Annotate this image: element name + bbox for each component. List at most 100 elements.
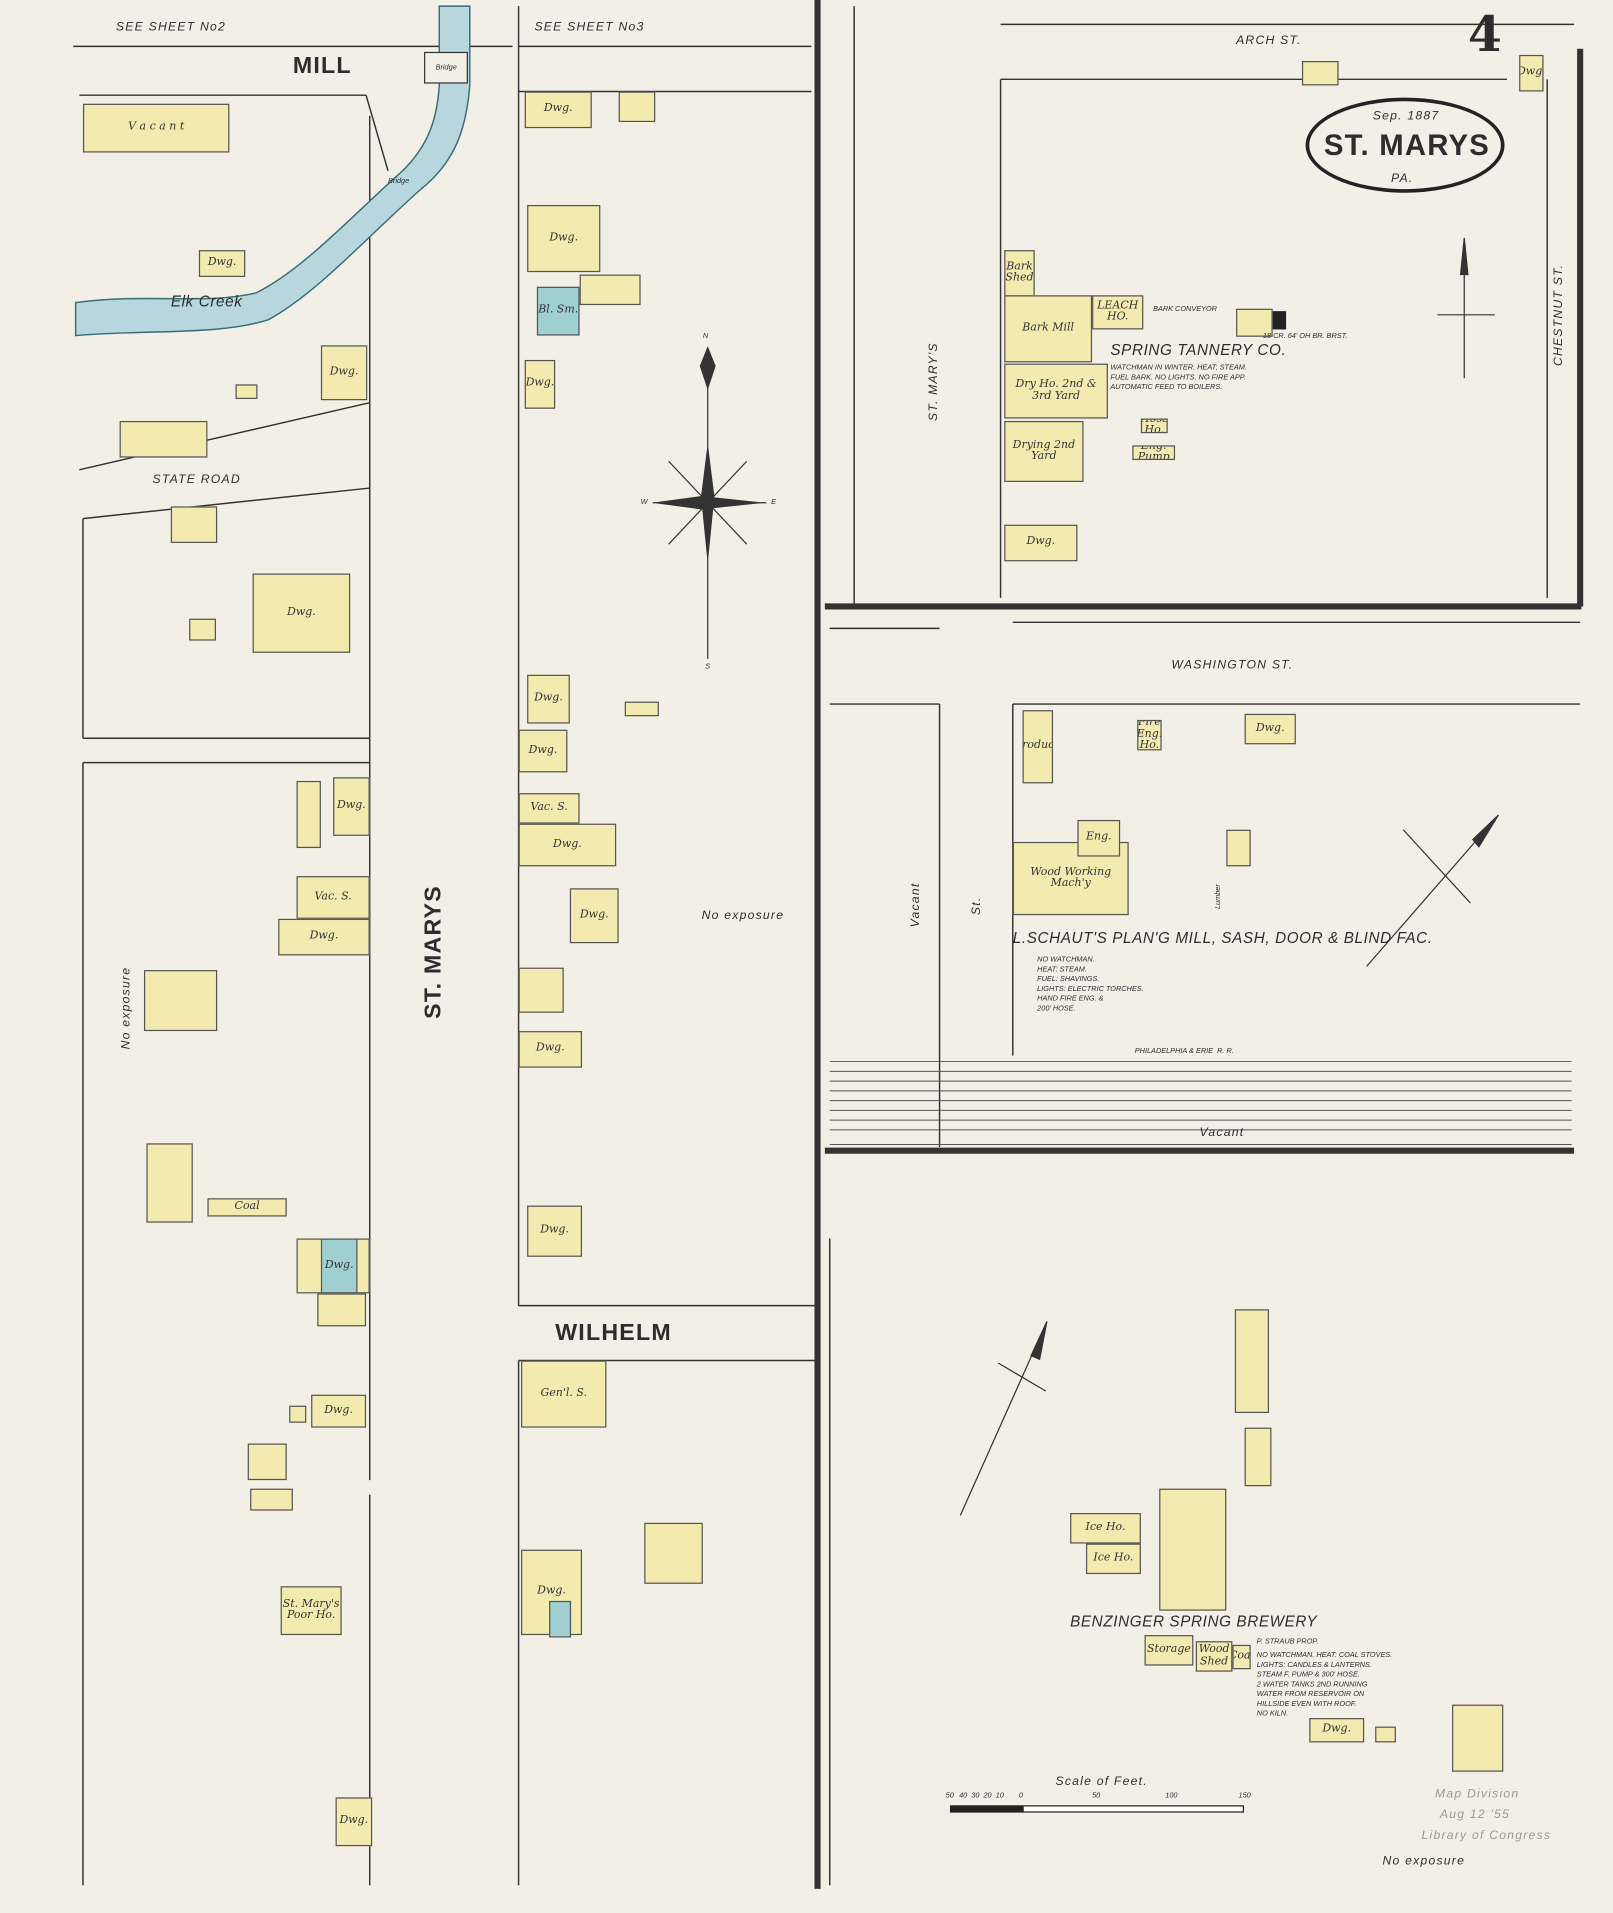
north-arrows xyxy=(959,237,1499,1516)
building: St. Mary's Poor Ho. xyxy=(280,1586,342,1636)
building xyxy=(296,780,321,849)
building: Dwg. xyxy=(524,359,556,409)
state-road-south xyxy=(82,487,370,520)
scale-tick-label: 50 xyxy=(945,1792,954,1800)
street-label-st: St. xyxy=(970,896,984,916)
sheet-reference-2: SEE SHEET No2 xyxy=(115,20,227,35)
sheet-number: 4 xyxy=(1467,6,1504,64)
business-notes-planing-mill: NO WATCHMAN. HEAT: STEAM. FUEL: SHAVINGS… xyxy=(1037,956,1144,1013)
building: Ice Ho. xyxy=(1070,1513,1141,1544)
building xyxy=(289,1405,307,1423)
building xyxy=(1244,1427,1272,1487)
building xyxy=(518,967,564,1013)
sheet-date: Sep. 1887 xyxy=(1372,109,1440,124)
building xyxy=(624,701,659,717)
building: Vac. S. xyxy=(296,876,370,919)
building xyxy=(1452,1704,1504,1772)
vacant-label: Vacant xyxy=(909,882,923,928)
building: Dwg. xyxy=(252,573,351,653)
bridge-structure xyxy=(424,51,468,84)
building: Ice Ho. xyxy=(1085,1543,1141,1575)
compass-east: E xyxy=(771,499,777,507)
building: Storage xyxy=(1144,1635,1194,1666)
building: Eng. xyxy=(1077,819,1121,857)
building: Produce xyxy=(1022,710,1054,784)
vacant-label: Vacant xyxy=(1199,1126,1245,1140)
bridge-label: Bridge xyxy=(388,178,410,186)
building xyxy=(1234,1309,1270,1413)
building: Dwg. xyxy=(320,1238,358,1294)
building: Dwg. xyxy=(320,345,368,401)
no-exposure-label: No exposure xyxy=(701,909,785,923)
building: Eng. Pump xyxy=(1132,445,1176,461)
building: Vac. S. xyxy=(518,793,580,824)
business-proprietor-brewery: P. STRAUB PROP. xyxy=(1256,1638,1319,1647)
building: Wood Shed xyxy=(1195,1641,1233,1672)
building xyxy=(170,506,218,543)
state-road-north xyxy=(79,401,370,471)
conveyor-label: BARK CONVEYOR xyxy=(1153,306,1217,314)
building: Dwg. xyxy=(278,918,370,956)
street-label-wilhelm: WILHELM xyxy=(555,1320,672,1346)
business-notes-tannery: WATCHMAN IN WINTER. HEAT; STEAM. FUEL BA… xyxy=(1110,364,1247,392)
scale-tick-label: 150 xyxy=(1238,1792,1251,1800)
building: Dwg. xyxy=(527,1205,583,1257)
building: LEACH HO. xyxy=(1092,295,1144,330)
scale-title: Scale of Feet. xyxy=(1055,1775,1148,1789)
building xyxy=(618,91,656,123)
building: Dwg. xyxy=(527,204,601,273)
stamp-line: Map Division xyxy=(1434,1787,1520,1802)
scale-tick-label: 30 xyxy=(971,1792,980,1800)
street-label-st-marys-right: ST. MARY'S xyxy=(927,342,941,421)
building: Bark Shed xyxy=(1004,250,1035,297)
business-name-planing-mill: L.SCHAUT'S PLAN'G MILL, SASH, DOOR & BLI… xyxy=(1012,929,1433,947)
building xyxy=(250,1488,293,1511)
street-label-mill: MILL xyxy=(292,53,352,80)
building: Gen'l. S. xyxy=(521,1360,607,1428)
no-exposure-label: No exposure xyxy=(119,966,134,1050)
street-label-st-marys: ST. MARYS xyxy=(420,885,447,1019)
scale-tick-label: 20 xyxy=(983,1792,992,1800)
building: Coal xyxy=(1232,1644,1251,1670)
building xyxy=(1159,1488,1227,1611)
building xyxy=(235,384,258,400)
building: Hose Ho. xyxy=(1140,418,1168,434)
building: Dwg. xyxy=(333,777,370,836)
building: Dwg. xyxy=(518,1031,583,1068)
building: Dwg. xyxy=(518,823,617,867)
building xyxy=(146,1143,193,1223)
street-label-state-road: STATE ROAD xyxy=(152,473,241,487)
sheet-state: PA. xyxy=(1391,172,1414,186)
building: Dwg. xyxy=(1244,713,1296,745)
railroad-tracks xyxy=(829,1061,1572,1146)
building xyxy=(119,420,208,458)
title-cartouche xyxy=(1305,97,1505,193)
building: Dwg. xyxy=(1004,524,1078,562)
scale-tick-label: 50 xyxy=(1092,1792,1101,1800)
building: Dwg. xyxy=(335,1797,373,1847)
building: Dry Ho. 2nd & 3rd Yard xyxy=(1004,363,1108,419)
scale-tick-label: 100 xyxy=(1165,1792,1178,1800)
building: Dwg. xyxy=(527,674,570,724)
building: Coal xyxy=(207,1198,287,1217)
building xyxy=(644,1522,703,1584)
building: V a c a n t xyxy=(82,103,230,153)
building: Dwg. xyxy=(569,888,619,944)
building xyxy=(1301,61,1339,86)
building: Dwg. xyxy=(311,1394,367,1428)
scale-tick-label: 10 xyxy=(995,1792,1004,1800)
street-label-arch: ARCH ST. xyxy=(1236,34,1302,48)
lumber-label: Lumber xyxy=(1215,884,1223,910)
compass-south: S xyxy=(705,663,711,672)
business-name-brewery: BENZINGER SPRING BREWERY xyxy=(1070,1613,1318,1631)
creek-label: Elk Creek xyxy=(170,292,243,310)
building xyxy=(1375,1726,1396,1743)
no-exposure-label: No exposure xyxy=(1382,1854,1466,1869)
bridge-label: Bridge xyxy=(435,64,457,72)
business-notes-brewery: NO WATCHMAN. HEAT: COAL STOVES. LIGHTS: … xyxy=(1256,1652,1393,1719)
building xyxy=(247,1443,287,1481)
building xyxy=(1226,829,1251,867)
scale-tick-label: 0 xyxy=(1018,1792,1023,1800)
sheet-town: ST. MARYS xyxy=(1323,129,1491,163)
